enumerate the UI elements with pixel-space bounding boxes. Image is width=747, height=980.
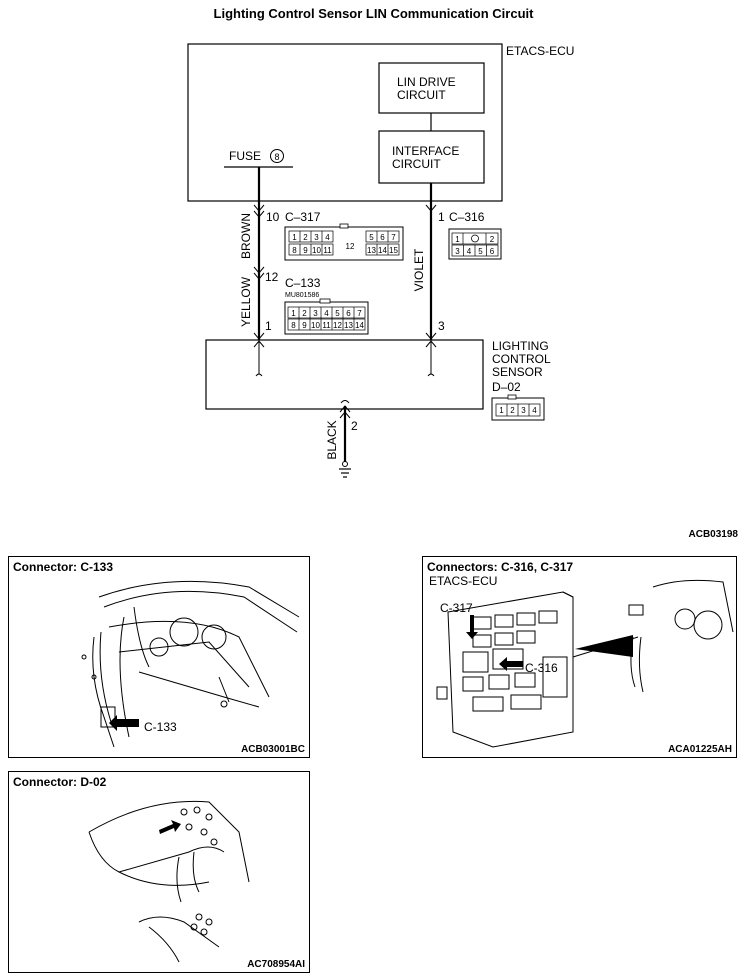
c317-pin: 12	[346, 242, 355, 251]
conn-c317-face: 1 2 3 4 12 5 6 7 8 9 10 11 13 14 15	[284, 223, 404, 261]
interface-line1: INTERFACE	[392, 144, 459, 158]
panel-c316-title: Connectors: C-316, C-317	[427, 560, 574, 574]
c316-pin: 5	[478, 247, 483, 256]
c133-pin: 3	[313, 309, 318, 318]
sensor-label-3: SENSOR	[492, 365, 543, 379]
c133-pin: 2	[302, 309, 307, 318]
c317-pin: 9	[303, 246, 308, 255]
c133-pin: 4	[324, 309, 329, 318]
c317-pin: 1	[292, 233, 297, 242]
panel-connector-d02: Connector: D-02 AC708954AI	[8, 771, 310, 973]
c317-pin: 15	[389, 246, 398, 255]
pin-3-label: 3	[438, 319, 445, 333]
panel-c316-illustration: C-317 C-316	[436, 579, 734, 748]
ecu-box	[187, 43, 503, 202]
wire-brown-label: BROWN	[239, 213, 253, 259]
conn-c133-face: 1 2 3 4 5 6 7 8 9 10 11 12 13 14	[284, 298, 369, 335]
c317-pin: 8	[292, 246, 297, 255]
sensor-label-1: LIGHTING	[492, 339, 549, 353]
c317-pin: 5	[369, 233, 374, 242]
c133-pin: 6	[346, 309, 351, 318]
circuit-schematic: ETACS-ECU LIN DRIVE CIRCUIT INTERFACE CI…	[187, 43, 574, 478]
d02-pin: 3	[521, 406, 526, 415]
panel-c317-callout: C-317	[440, 601, 473, 615]
panel-c133-title: Connector: C-133	[13, 560, 114, 574]
c133-pin: 14	[355, 321, 364, 330]
c133-pin: 13	[344, 321, 353, 330]
c317-pin: 2	[303, 233, 308, 242]
c316-pin: 3	[455, 247, 460, 256]
sensor-box	[205, 339, 484, 410]
interface-line2: CIRCUIT	[392, 157, 441, 171]
panel-connectors-c316-c317: Connectors: C-316, C-317 ETACS-ECU	[422, 556, 737, 758]
c316-pin: 2	[490, 235, 495, 244]
c133-pin: 5	[335, 309, 340, 318]
c133-pin: 8	[291, 321, 296, 330]
panel-c316-code: ACA01225AH	[668, 744, 732, 755]
panel-d02-code: AC708954AI	[247, 959, 305, 970]
lin-drive-line1: LIN DRIVE	[397, 75, 456, 89]
diagram-title: Lighting Control Sensor LIN Communicatio…	[213, 6, 534, 21]
conn-d02-face: 1 2 3 4	[491, 394, 545, 421]
panel-c133-callout: C-133	[144, 720, 177, 734]
conn-c316-face: 1 2 3 4 5 6	[448, 228, 502, 260]
d02-pin: 1	[499, 406, 504, 415]
wire-black-label: BLACK	[325, 420, 339, 459]
c316-pin: 1	[455, 235, 460, 244]
pin-1-right-label: 1	[438, 210, 445, 224]
sensor-label-2: CONTROL	[492, 352, 551, 366]
ground-icon	[339, 461, 351, 478]
pin-2-label: 2	[351, 419, 358, 433]
c133-pin: 9	[302, 321, 307, 330]
c133-pin: 10	[311, 321, 320, 330]
pin-1-left-label: 1	[265, 319, 272, 333]
lin-drive-line2: CIRCUIT	[397, 88, 446, 102]
c316-pin: 4	[467, 247, 472, 256]
pin-12-label: 12	[265, 270, 279, 284]
c317-pin: 7	[391, 233, 396, 242]
wire-violet-label: VIOLET	[412, 248, 426, 291]
c317-pin: 11	[323, 246, 332, 255]
panel-c133-code: ACB03001BC	[241, 744, 305, 755]
wire-yellow-label: YELLOW	[239, 276, 253, 327]
c317-pin: 3	[314, 233, 319, 242]
d02-pin: 2	[510, 406, 515, 415]
c133-pin: 11	[322, 321, 331, 330]
conn-c133-part: MU801586	[285, 292, 319, 299]
pin-10-label: 10	[266, 210, 280, 224]
conn-c133-label: C–133	[285, 276, 321, 290]
panel-connector-c133: Connector: C-133 C-133 ACB03001BC	[8, 556, 310, 758]
d02-pin: 4	[532, 406, 537, 415]
c133-pin: 12	[333, 321, 342, 330]
fuse-number-circle	[270, 149, 284, 163]
panel-c133-illustration: C-133	[81, 580, 300, 748]
fuse-label: FUSE	[229, 149, 261, 163]
ecu-label: ETACS-ECU	[506, 44, 574, 58]
c317-pin: 13	[367, 246, 376, 255]
c317-pin: 6	[380, 233, 385, 242]
diagram-code: ACB03198	[688, 529, 738, 540]
c133-pin: 1	[291, 309, 296, 318]
conn-d02-label: D–02	[492, 380, 521, 394]
c317-pin: 14	[378, 246, 387, 255]
conn-c317-label: C–317	[285, 210, 321, 224]
panel-c316-callout: C-316	[525, 661, 558, 675]
c317-pin: 4	[325, 233, 330, 242]
conn-c316-label: C–316	[449, 210, 485, 224]
panel-d02-illustration	[88, 800, 250, 963]
c133-pin: 7	[357, 309, 362, 318]
panel-c316-subtitle: ETACS-ECU	[429, 574, 498, 588]
panel-d02-title: Connector: D-02	[13, 775, 107, 789]
c316-pin: 6	[490, 247, 495, 256]
c317-pin: 10	[312, 246, 321, 255]
fuse-number: 8	[274, 152, 279, 162]
